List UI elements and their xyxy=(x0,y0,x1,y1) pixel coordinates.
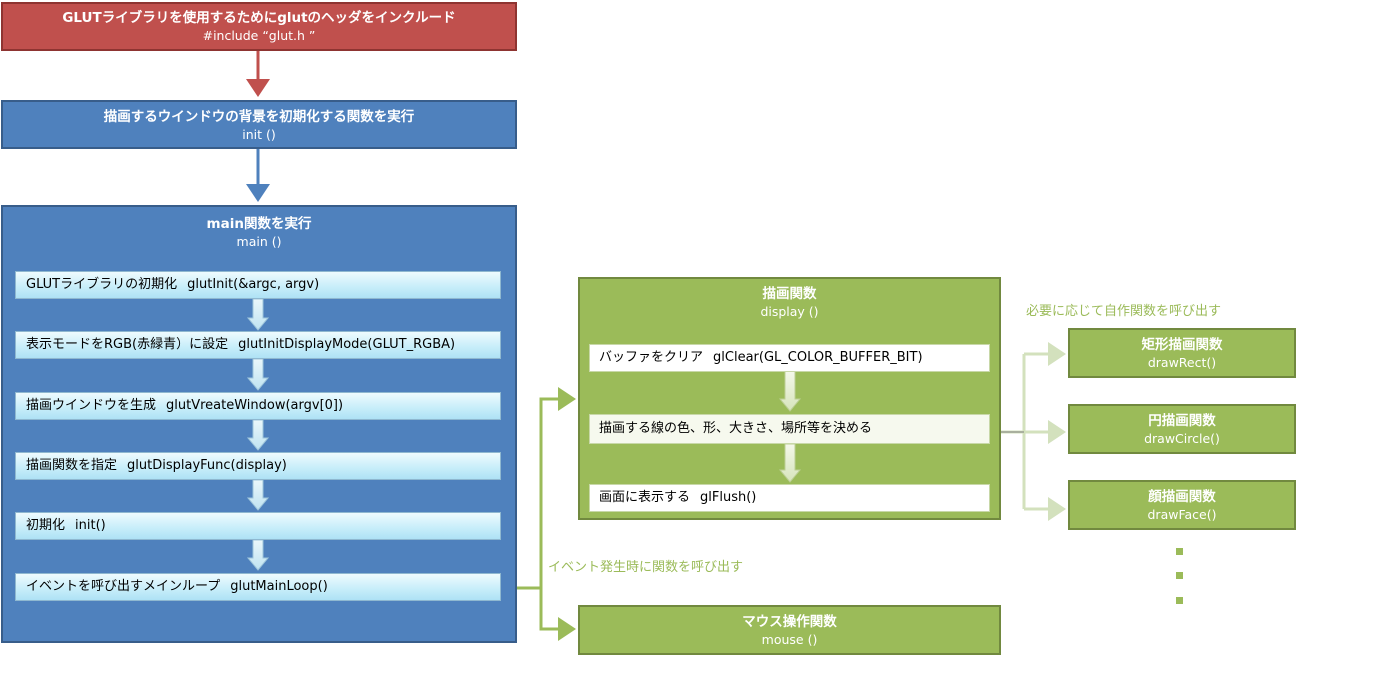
helper-code: drawRect() xyxy=(1147,355,1217,370)
helper-title: 顔描画関数 xyxy=(1148,489,1216,505)
mouse-title: マウス操作関数 xyxy=(742,614,837,630)
display-step-draw: 描画する線の色、形、大きさ、場所等を決める xyxy=(589,414,990,444)
step-label: 描画する線の色、形、大きさ、場所等を決める xyxy=(599,421,873,436)
main-code: main () xyxy=(236,234,282,249)
mouse-function-box: マウス操作関数 mouse () xyxy=(578,605,1001,655)
step-api: glutInit(&argc, argv) xyxy=(187,277,320,292)
main-title: main関数を実行 xyxy=(206,216,312,232)
ellipsis-dot xyxy=(1176,597,1183,604)
helper-drawrect-box: 矩形描画関数 drawRect() xyxy=(1068,328,1296,378)
step-label: バッファをクリア xyxy=(599,350,704,365)
display-arrow-2 xyxy=(778,443,802,483)
step-label: 初期化 xyxy=(26,518,66,533)
main-step-glutinit: GLUTライブラリの初期化 glutInit(&argc, argv) xyxy=(15,271,501,299)
step-label: 画面に表示する xyxy=(599,490,691,505)
display-title: 描画関数 xyxy=(762,286,817,302)
include-code: #include “glut.h ” xyxy=(202,28,316,43)
step-api: init() xyxy=(75,518,106,533)
ellipsis-dot xyxy=(1176,572,1183,579)
step-label: 描画ウインドウを生成 xyxy=(26,398,157,413)
helper-drawcircle-box: 円描画関数 drawCircle() xyxy=(1068,404,1296,454)
helper-drawface-box: 顔描画関数 drawFace() xyxy=(1068,480,1296,530)
step-api: glFlush() xyxy=(700,490,757,505)
step-label: 描画関数を指定 xyxy=(26,458,118,473)
init-title: 描画するウインドウの背景を初期化する関数を実行 xyxy=(103,109,415,125)
helper-code: drawCircle() xyxy=(1144,431,1220,446)
main-step-displaymode: 表示モードをRGB(赤緑青）に設定 glutInitDisplayMode(GLU… xyxy=(15,331,501,359)
step-arrow-4 xyxy=(246,479,270,511)
step-arrow-5 xyxy=(246,539,270,571)
arrow-mainloop-to-mouse xyxy=(539,588,576,641)
include-title: GLUTライブラリを使用するためにglutのヘッダをインクルード xyxy=(62,10,456,26)
step-api: glutInitDisplayMode(GLUT_RGBA) xyxy=(238,337,456,352)
step-api: glutVreateWindow(argv[0]) xyxy=(166,398,344,413)
init-code: init () xyxy=(242,127,276,142)
main-step-init: 初期化 init() xyxy=(15,512,501,540)
main-step-displayfunc: 描画関数を指定 glutDisplayFunc(display) xyxy=(15,452,501,480)
event-note: イベント発生時に関数を呼び出す xyxy=(548,560,744,575)
display-arrow-1 xyxy=(778,370,802,412)
main-step-createwindow: 描画ウインドウを生成 glutVreateWindow(argv[0]) xyxy=(15,392,501,420)
helper-code: drawFace() xyxy=(1147,507,1217,522)
ellipsis-dot xyxy=(1176,548,1183,555)
step-arrow-2 xyxy=(246,358,270,391)
helper-title: 矩形描画関数 xyxy=(1141,337,1223,353)
step-label: イベントを呼び出すメインループ xyxy=(26,579,221,594)
step-api: glutMainLoop() xyxy=(230,579,328,594)
main-step-mainloop: イベントを呼び出すメインループ glutMainLoop() xyxy=(15,573,501,601)
step-arrow-3 xyxy=(246,419,270,451)
arrow-mainloop-to-display xyxy=(501,387,576,590)
mouse-code: mouse () xyxy=(761,632,818,647)
step-api: glClear(GL_COLOR_BUFFER_BIT) xyxy=(713,350,923,365)
helper-title: 円描画関数 xyxy=(1148,413,1216,429)
init-function-box: 描画するウインドウの背景を初期化する関数を実行 init () xyxy=(1,100,517,149)
helper-note: 必要に応じて自作関数を呼び出す xyxy=(1026,304,1222,319)
display-code: display () xyxy=(760,304,819,319)
step-api: glutDisplayFunc(display) xyxy=(127,458,287,473)
display-step-clear: バッファをクリア glClear(GL_COLOR_BUFFER_BIT) xyxy=(589,344,990,372)
display-step-flush: 画面に表示する glFlush() xyxy=(589,484,990,512)
include-header-box: GLUTライブラリを使用するためにglutのヘッダをインクルード #includ… xyxy=(1,2,517,51)
step-label: 表示モードをRGB(赤緑青）に設定 xyxy=(26,337,229,352)
step-label: GLUTライブラリの初期化 xyxy=(26,277,178,292)
step-arrow-1 xyxy=(246,298,270,331)
